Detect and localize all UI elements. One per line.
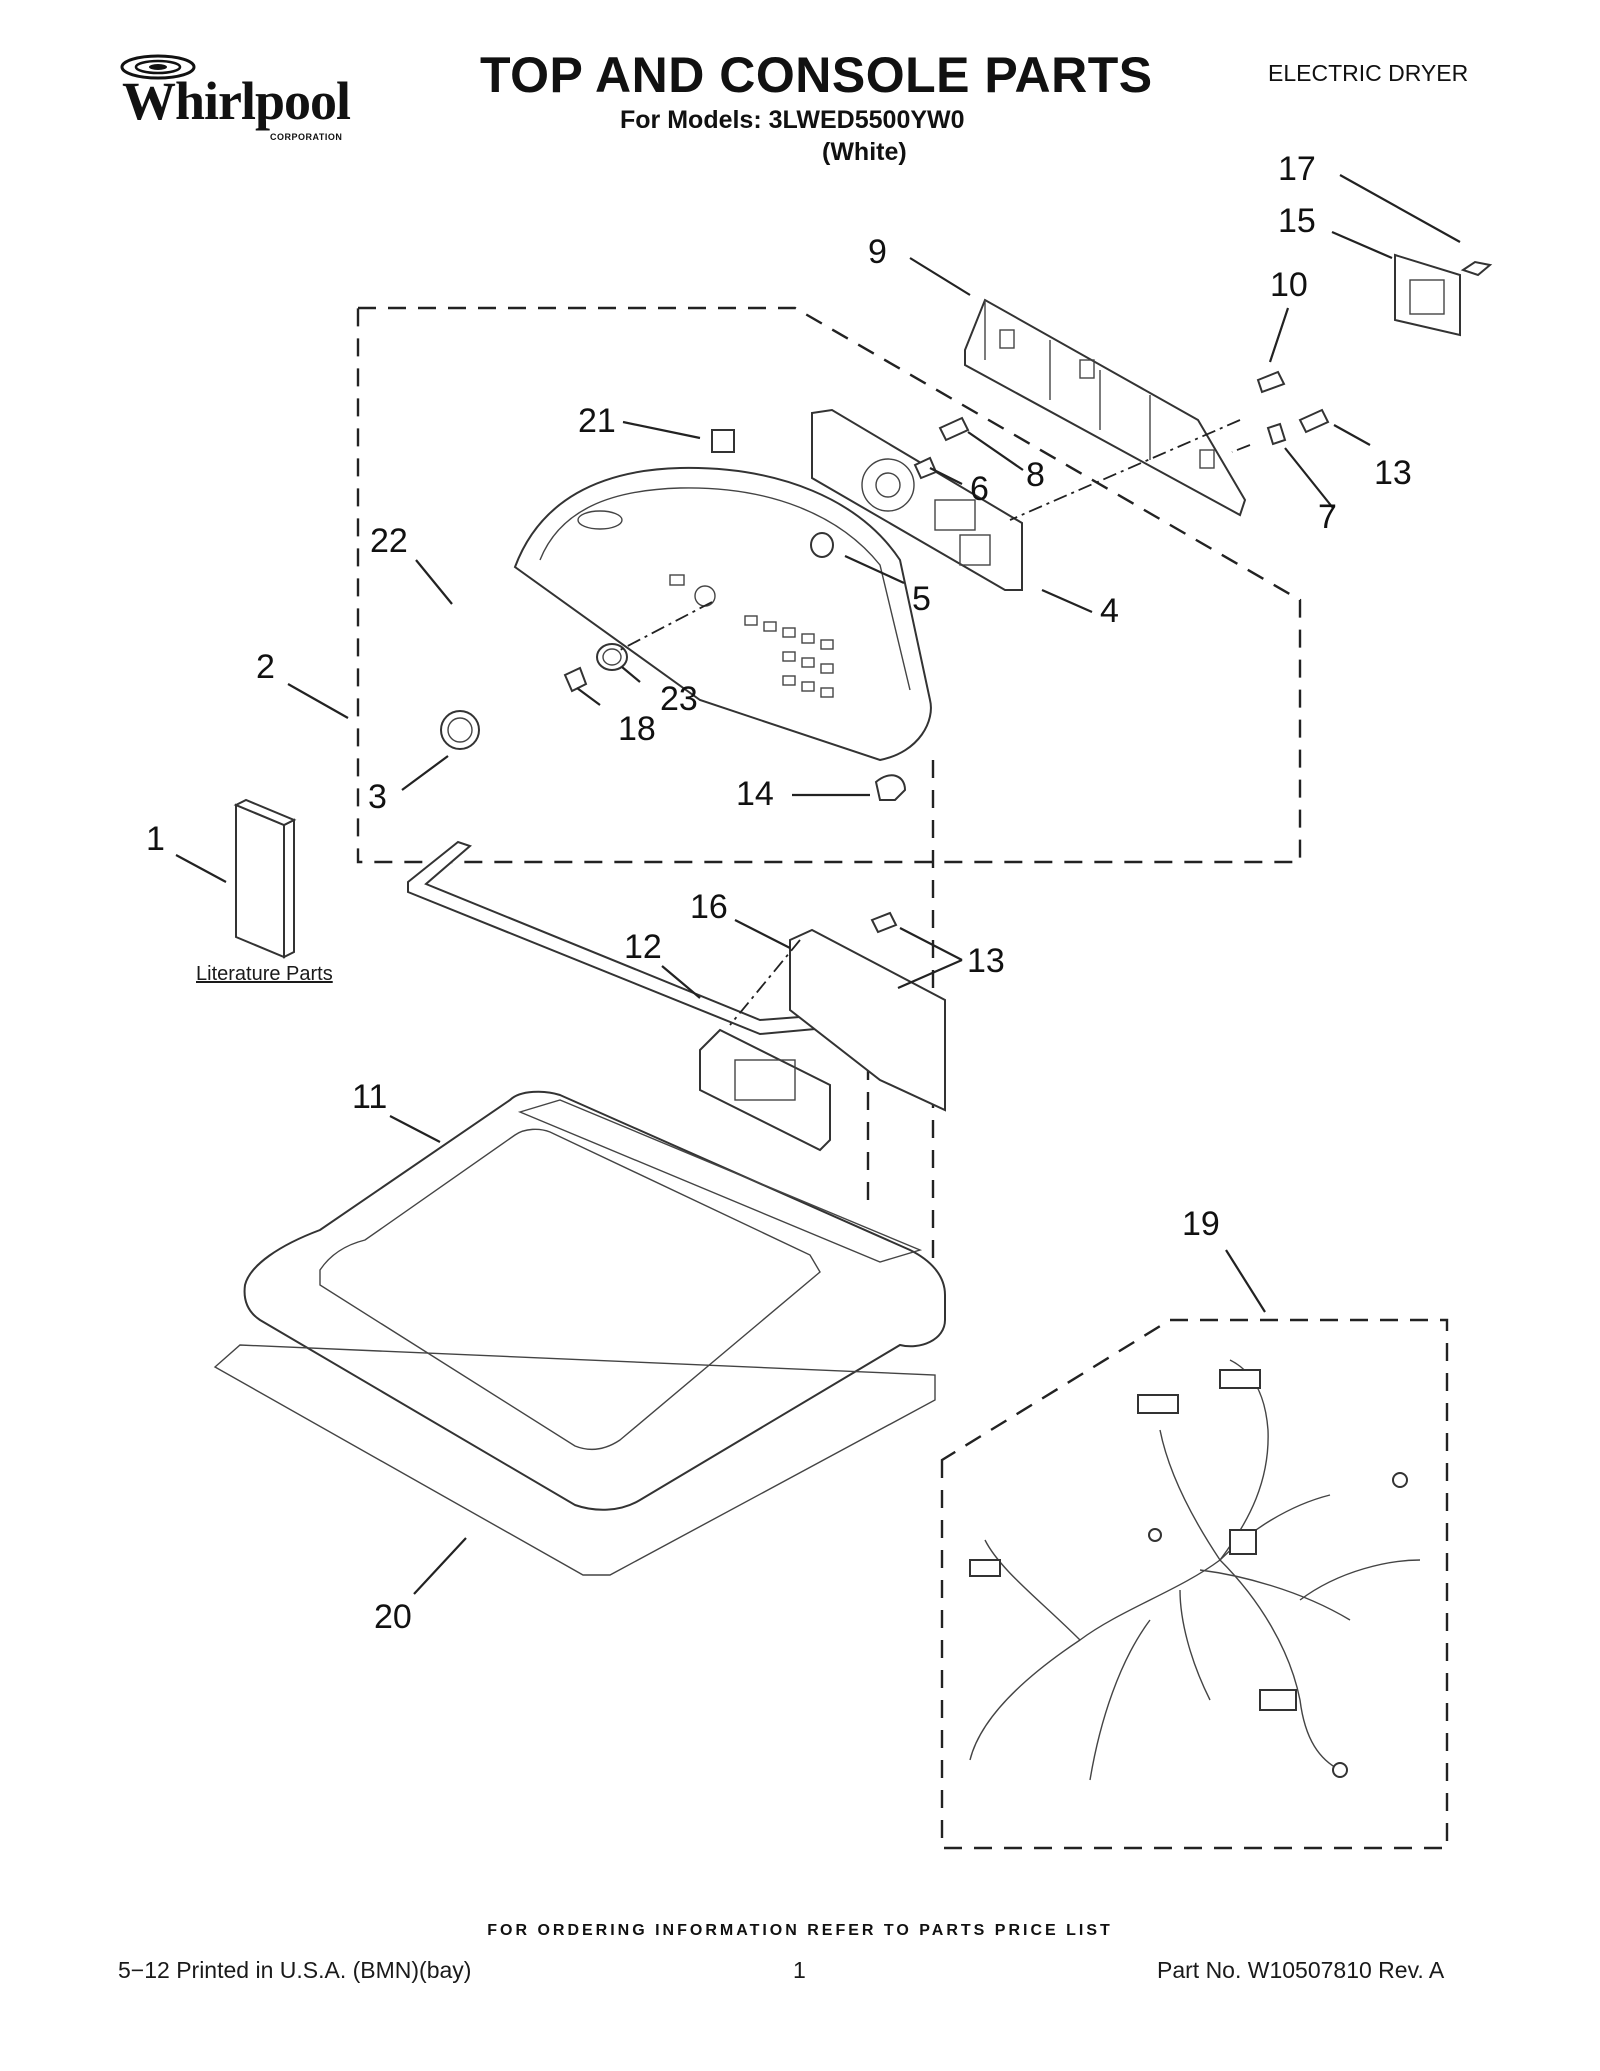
callout-23: 23 [660,680,698,718]
knob-insert [596,643,628,671]
knob-part [440,710,480,750]
wire-harness-19 [969,1359,1421,1781]
callout-16: 16 [690,888,728,926]
callout-1: 1 [146,820,165,858]
alignment-line [619,601,713,651]
literature-parts-label: Literature Parts [196,963,333,985]
callout-15: 15 [1278,202,1316,240]
callout-17: 17 [1278,150,1316,188]
callout-19: 19 [1182,1205,1220,1243]
callout-14: 14 [736,775,774,813]
callout-11: 11 [352,1078,387,1116]
callout-6: 6 [970,470,989,508]
leader-lines [175,174,1461,1595]
callout-21: 21 [578,402,616,440]
callout-5: 5 [912,580,931,618]
page-title: TOP AND CONSOLE PARTS [480,47,1153,103]
callout-20: 20 [374,1598,412,1636]
lens-5 [810,532,834,558]
literature-book [233,798,297,959]
alignment-line [1231,444,1251,453]
callout-10: 10 [1270,266,1308,304]
page-number: 1 [793,1957,806,1983]
control-board-4 [811,408,1023,591]
mounting-bracket-16 [789,928,946,1112]
callout-13-upper: 13 [1374,454,1412,492]
model-color: (White) [822,138,907,166]
screws [860,260,1493,994]
clip-21 [711,429,735,453]
control-module-12 [699,1028,831,1152]
brand-corporation: CORPORATION [270,132,343,142]
callout-22: 22 [370,522,408,560]
appliance-type: ELECTRIC DRYER [1268,60,1469,86]
brand-wordmark: Whirlpool [122,71,351,131]
swirl-icon [120,54,196,80]
callout-13-lower: 13 [967,942,1005,980]
callout-4: 4 [1100,592,1119,630]
harness-boundary [940,1318,1449,1850]
clip-14 [874,774,907,801]
whirlpool-logo: Whirlpool CORPORATION [112,52,362,147]
console-backplate-9 [964,298,1247,517]
callout-8: 8 [1026,456,1045,494]
callout-3: 3 [368,778,387,816]
top-gasket-20 [213,1344,936,1576]
console-assembly-boundary [356,306,1302,864]
callout-12: 12 [624,928,662,966]
callout-7: 7 [1318,498,1337,536]
print-info: 5−12 Printed in U.S.A. (BMN)(bay) [118,1957,472,1983]
model-number: For Models: 3LWED5500YW0 [620,106,965,134]
part-number: Part No. W10507810 Rev. A [1157,1957,1445,1983]
dryer-top-11 [243,1090,946,1511]
callout-9: 9 [868,233,887,271]
alignment-line [1009,419,1241,521]
ordering-note: FOR ORDERING INFORMATION REFER TO PARTS … [487,1922,1113,1939]
bracket-15 [1394,253,1461,337]
callout-18: 18 [618,710,656,748]
clip-18 [563,666,588,693]
callout-2: 2 [256,648,275,686]
alignment-line [729,939,801,1026]
